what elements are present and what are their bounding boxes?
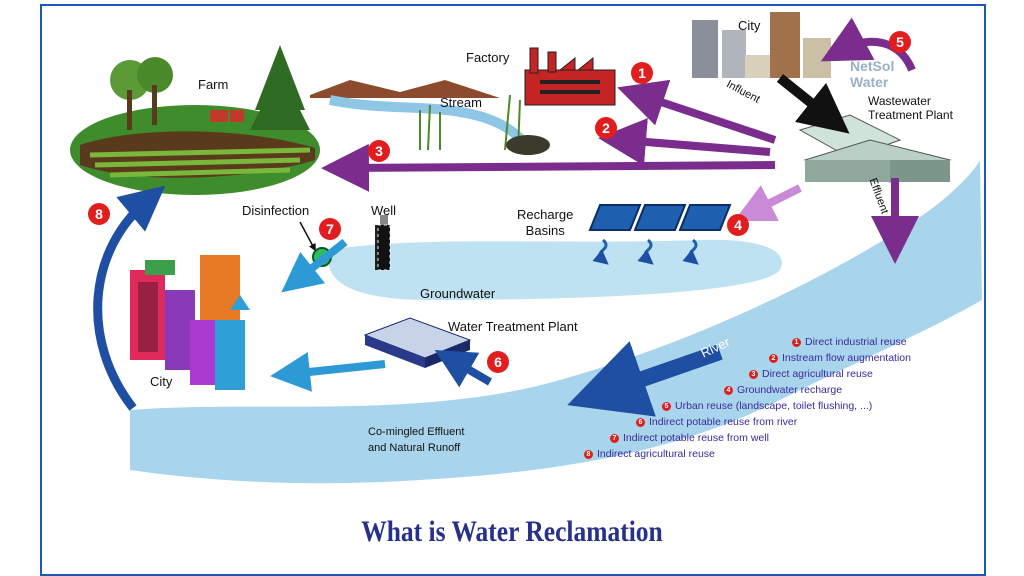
- groundwater-water: [328, 240, 781, 300]
- label-wastewater-plant: Wastewater Treatment Plant: [868, 94, 953, 122]
- label-groundwater: Groundwater: [420, 286, 495, 301]
- svg-text:3: 3: [375, 143, 383, 159]
- badge-6: 6: [487, 351, 509, 373]
- badge-2: 2: [595, 117, 617, 139]
- city-bottom-illustration: [130, 255, 250, 390]
- label-city-bottom: City: [150, 374, 172, 389]
- badge-1: 1: [631, 62, 653, 84]
- label-runoff: Co-mingled Effluent and Natural Runoff: [368, 424, 464, 456]
- arrow-6: [452, 360, 490, 382]
- arrow-disinfection: [300, 222, 314, 248]
- label-stream: Stream: [440, 95, 482, 110]
- svg-text:8: 8: [95, 206, 103, 222]
- page-title: What is Water Reclamation: [77, 515, 947, 549]
- svg-text:5: 5: [896, 34, 904, 50]
- arrow-influent: [780, 78, 830, 118]
- label-disinfection: Disinfection: [242, 203, 309, 218]
- arrow-wtp-to-city: [290, 364, 385, 374]
- svg-text:4: 4: [734, 217, 742, 233]
- badge-3: 3: [368, 140, 390, 162]
- arrow-2: [622, 140, 770, 152]
- label-city-top: City: [738, 18, 760, 33]
- arrow-4: [752, 188, 800, 212]
- label-factory: Factory: [466, 50, 509, 65]
- well-illustration: [375, 215, 390, 270]
- watermark-top: NetSol Water: [850, 58, 894, 90]
- label-farm: Farm: [198, 77, 228, 92]
- label-well: Well: [371, 203, 396, 218]
- city-top-illustration: [692, 12, 831, 78]
- badge-7: 7: [319, 218, 341, 240]
- badge-5: 5: [889, 31, 911, 53]
- arrow-3: [345, 165, 775, 168]
- label-water-treatment-plant: Water Treatment Plant: [448, 319, 578, 334]
- badge-8: 8: [88, 203, 110, 225]
- badge-4: 4: [727, 214, 749, 236]
- svg-text:2: 2: [602, 120, 610, 136]
- wastewater-plant-illustration: [800, 115, 950, 182]
- label-recharge-basins: Recharge Basins: [517, 207, 573, 239]
- svg-text:6: 6: [494, 354, 502, 370]
- svg-text:7: 7: [326, 221, 334, 237]
- svg-text:1: 1: [638, 65, 646, 81]
- factory-illustration: [525, 48, 615, 105]
